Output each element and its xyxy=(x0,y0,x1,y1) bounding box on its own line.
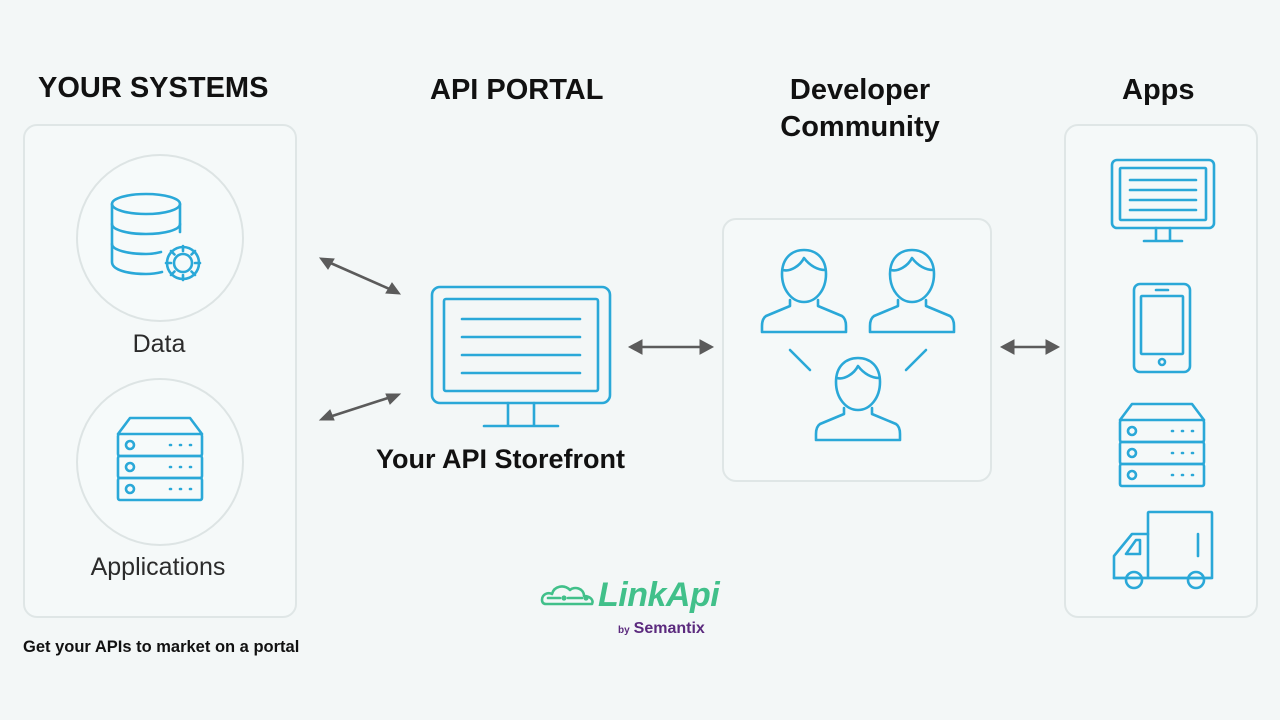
heading-apps: Apps xyxy=(1122,74,1195,106)
applications-circle xyxy=(76,378,244,546)
user-icon xyxy=(814,352,902,444)
user-icon xyxy=(868,244,956,336)
tagline: Get your APIs to market on a portal xyxy=(23,638,300,656)
server-icon xyxy=(114,414,206,504)
applications-label: Applications xyxy=(90,553,226,581)
database-gear-icon xyxy=(106,190,210,290)
monitor-icon xyxy=(1110,158,1216,244)
heading-your-systems: YOUR SYSTEMS xyxy=(38,72,269,104)
heading-developer-community: Developer Community xyxy=(772,72,948,146)
data-label: Data xyxy=(132,330,186,358)
heading-developer: Developer xyxy=(789,74,931,106)
brand-company: Semantix xyxy=(633,620,705,637)
heading-community: Community xyxy=(780,111,940,143)
connector-lines xyxy=(786,346,930,378)
community-panel xyxy=(722,218,992,482)
arrow-portal-community xyxy=(627,336,715,363)
heading-api-portal: API PORTAL xyxy=(430,74,604,106)
server-icon xyxy=(1116,400,1208,492)
phone-icon xyxy=(1132,282,1192,374)
brand-by: by xyxy=(618,625,630,636)
arrow-applications-portal xyxy=(318,390,402,429)
data-circle xyxy=(76,154,244,322)
monitor-icon xyxy=(430,285,612,431)
storefront-label: Your API Storefront xyxy=(376,444,625,474)
arrow-community-apps xyxy=(999,336,1061,363)
user-icon xyxy=(760,244,848,336)
arrow-data-portal xyxy=(318,255,402,302)
logo-cloud-icon xyxy=(538,580,600,615)
truck-icon xyxy=(1110,510,1216,592)
brand-name: LinkApi xyxy=(598,576,720,614)
